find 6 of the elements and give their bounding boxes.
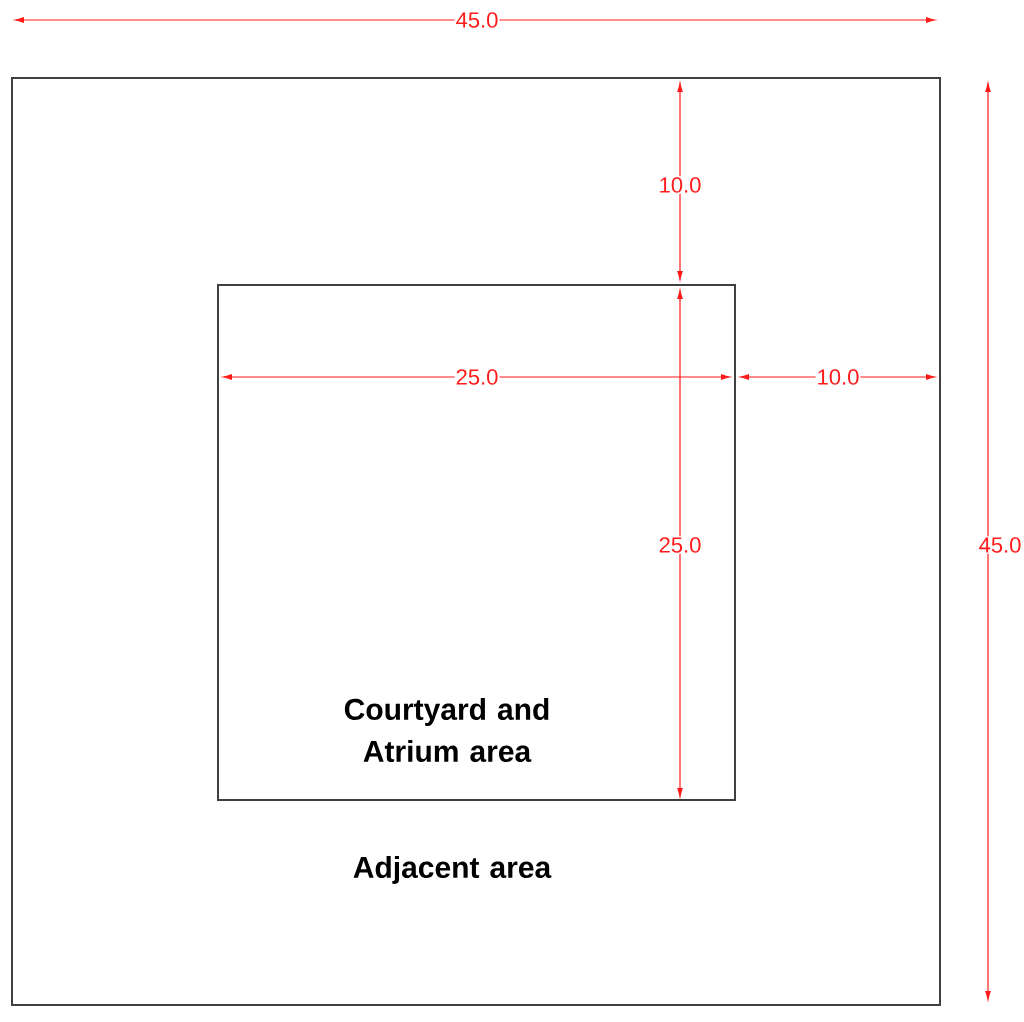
dimension-label: 10.0 <box>657 176 703 194</box>
dimension-label: 45.0 <box>977 536 1023 554</box>
dimension-label: 25.0 <box>657 536 703 554</box>
dimension-label: 25.0 <box>454 368 500 386</box>
dimension-label: 45.0 <box>454 11 500 29</box>
dimension-label: 10.0 <box>815 368 861 386</box>
